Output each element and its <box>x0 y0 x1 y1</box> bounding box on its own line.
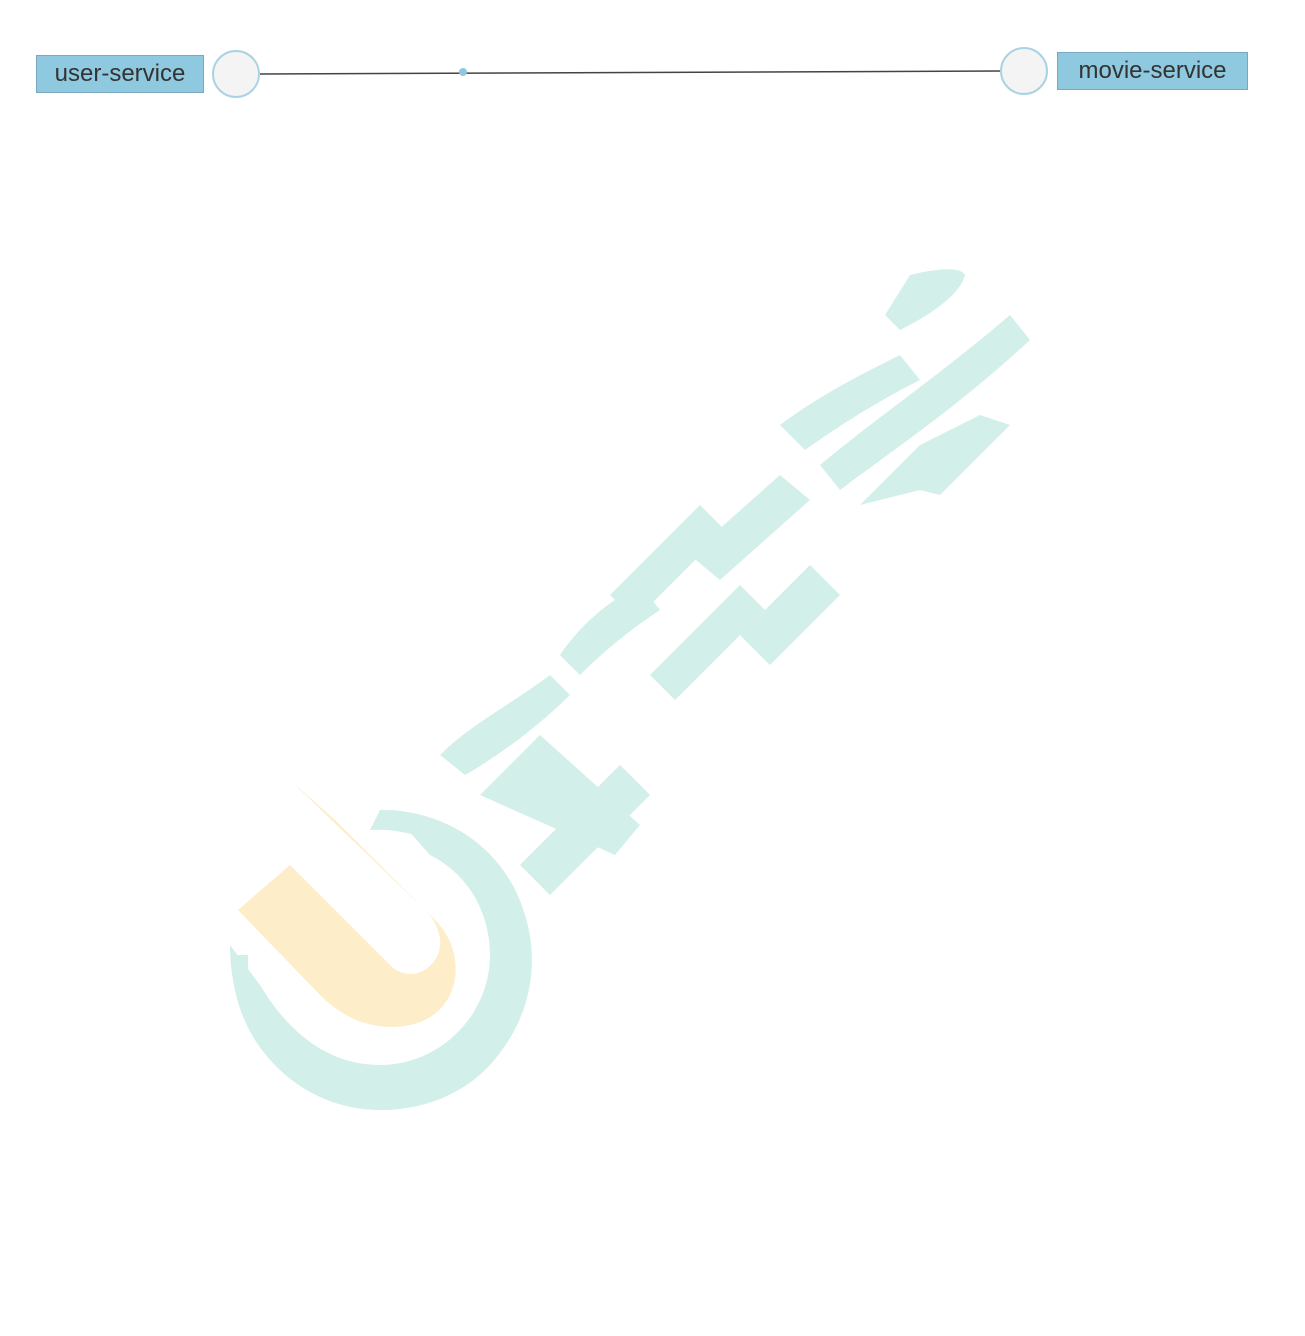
node-label-movie-service[interactable]: movie-service <box>1057 52 1248 90</box>
watermark-characters <box>440 269 1030 895</box>
edge-user-to-movie <box>259 70 1001 75</box>
watermark-ring-fill <box>230 810 530 1110</box>
node-circle-user-service[interactable] <box>212 50 260 98</box>
node-circle-movie-service[interactable] <box>1000 47 1048 95</box>
watermark-logo <box>230 269 1030 1110</box>
watermark-u <box>238 780 456 1027</box>
node-label-user-service[interactable]: user-service <box>36 55 204 93</box>
edge-midpoint-dot <box>459 68 467 76</box>
